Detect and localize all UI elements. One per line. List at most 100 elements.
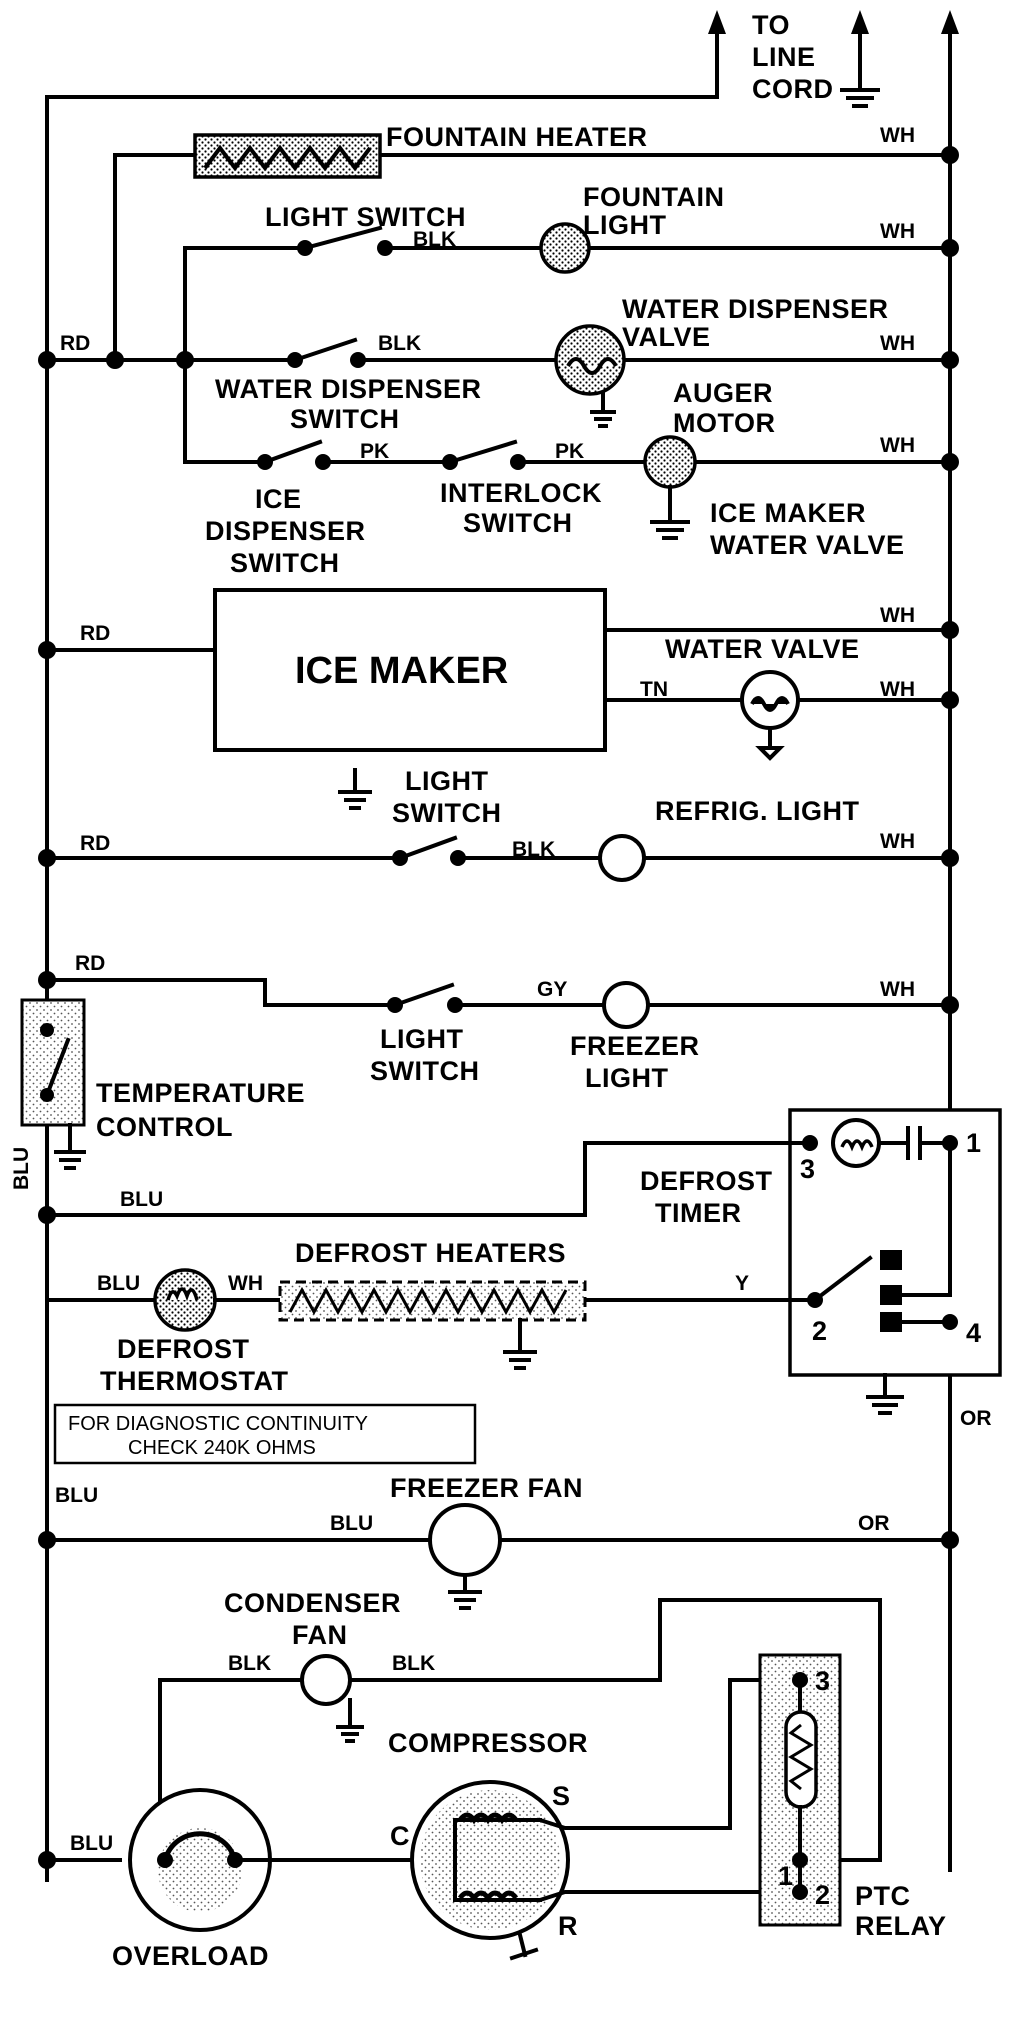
fountain-light-circuit xyxy=(183,222,952,362)
ptc-terminal-2: 2 xyxy=(815,1880,831,1910)
light-switch-refrig-label-1: LIGHT xyxy=(405,766,489,796)
ptc-terminal-1: 1 xyxy=(778,1861,794,1891)
freezer-fan-label: FREEZER FAN xyxy=(390,1473,583,1503)
fountain-light-wire-wh: WH xyxy=(880,220,915,243)
water-dispenser-switch-label-1: WATER DISPENSER xyxy=(215,374,482,404)
defrost-thermostat-label-2: THERMOSTAT xyxy=(100,1366,288,1396)
water-dispenser-wire-wh: WH xyxy=(880,332,915,355)
freezer-light-wire-gy: GY xyxy=(537,978,567,1001)
water-dispenser-valve-label-1: WATER DISPENSER xyxy=(622,294,889,324)
defrost-thermostat-label-1: DEFROST xyxy=(117,1334,250,1364)
water-dispenser-switch-label-2: SWITCH xyxy=(290,404,399,434)
defrost-heaters xyxy=(45,1268,587,1370)
auger-motor-circuit xyxy=(183,358,952,540)
diagnostic-note-line-1: FOR DIAGNOSTIC CONTINUITY xyxy=(68,1413,368,1435)
refrig-light-label: REFRIG. LIGHT xyxy=(655,796,860,826)
compressor-terminal-c: C xyxy=(390,1821,410,1851)
freezer-fan-wire-blu-left: BLU xyxy=(55,1484,98,1507)
light-switch-freezer-label-2: SWITCH xyxy=(370,1056,479,1086)
compressor xyxy=(410,1678,802,1961)
overload-wire-blu: BLU xyxy=(70,1832,113,1855)
fountain-heater xyxy=(113,133,952,362)
light-switch-refrig-label-2: SWITCH xyxy=(392,798,501,828)
temperature-control-label-2: CONTROL xyxy=(96,1112,233,1142)
freezer-light-circuit xyxy=(45,978,952,1029)
water-dispenser-wire-blk: BLK xyxy=(378,332,421,355)
ice-maker-water-valve-label-2: WATER VALVE xyxy=(710,530,905,560)
ptc-relay-label-2: RELAY xyxy=(855,1911,947,1941)
overload-label: OVERLOAD xyxy=(112,1941,269,1971)
condenser-fan-label-2: FAN xyxy=(292,1620,348,1650)
ice-dispenser-switch-label-1: ICE xyxy=(255,484,302,514)
condenser-fan-wire-blk-right: BLK xyxy=(392,1652,435,1675)
water-valve-wire-wh: WH xyxy=(880,678,915,701)
defrost-timer-label-2: TIMER xyxy=(655,1198,742,1228)
condenser-fan-wire-blk-left: BLK xyxy=(228,1652,271,1675)
ptc-relay-label-1: PTC xyxy=(855,1881,911,1911)
fountain-light-wire-blk: BLK xyxy=(413,228,456,251)
timer-terminal-3: 3 xyxy=(800,1154,816,1184)
refrig-light-wire-blk: BLK xyxy=(512,838,555,861)
cord-label: CORD xyxy=(752,74,834,104)
defrost-thermostat-wire-blu: BLU xyxy=(97,1272,140,1295)
line-cord-arrows xyxy=(708,10,959,108)
water-dispenser-valve-label-2: VALVE xyxy=(622,322,711,352)
defrost-heaters-label: DEFROST HEATERS xyxy=(295,1238,566,1268)
timer-terminal-4: 4 xyxy=(966,1318,982,1348)
overload xyxy=(45,1788,442,1932)
refrig-light-wire-rd: RD xyxy=(80,832,110,855)
ptc-terminal-3: 3 xyxy=(815,1666,831,1696)
light-switch-top-label: LIGHT SWITCH xyxy=(265,202,466,232)
freezer-light-wire-wh: WH xyxy=(880,978,915,1001)
fountain-light-label-2: LIGHT xyxy=(583,210,667,240)
temperature-control xyxy=(20,998,86,1170)
defrost-thermostat-wire-wh: WH xyxy=(228,1272,263,1295)
defrost-timer xyxy=(45,1108,1002,1415)
refrig-light-wire-wh: WH xyxy=(880,830,915,853)
auger-motor-label-2: MOTOR xyxy=(673,408,776,438)
ice-maker-label: ICE MAKER xyxy=(295,650,508,692)
timer-terminal-2: 2 xyxy=(812,1316,828,1346)
defrost-heater-wire-y: Y xyxy=(735,1272,749,1295)
freezer-fan-wire-or: OR xyxy=(858,1512,890,1535)
ice-dispenser-wire-pk: PK xyxy=(360,440,389,463)
fountain-heater-wire-wh: WH xyxy=(880,124,915,147)
diagnostic-note-line-2: CHECK 240K OHMS xyxy=(128,1437,316,1459)
timer-wire-or: OR xyxy=(960,1407,992,1430)
interlock-switch-label-2: SWITCH xyxy=(463,508,572,538)
temperature-control-wire-blu: BLU xyxy=(10,1147,33,1190)
ptc-relay xyxy=(758,1653,842,1927)
main-wire-rd: RD xyxy=(60,332,90,355)
ice-maker-block xyxy=(45,588,952,810)
freezer-light-label-1: FREEZER xyxy=(570,1031,700,1061)
light-switch-freezer-label-1: LIGHT xyxy=(380,1024,464,1054)
freezer-fan xyxy=(45,1503,952,1610)
auger-motor-label-1: AUGER xyxy=(673,378,773,408)
ice-maker-wire-wh: WH xyxy=(880,604,915,627)
compressor-label: COMPRESSOR xyxy=(388,1728,588,1758)
temperature-control-label-1: TEMPERATURE xyxy=(96,1078,305,1108)
auger-motor-wire-wh: WH xyxy=(880,434,915,457)
freezer-light-wire-rd: RD xyxy=(75,952,105,975)
to-label: TO xyxy=(752,10,790,40)
freezer-light-label-2: LIGHT xyxy=(585,1063,669,1093)
timer-terminal-1: 1 xyxy=(966,1128,982,1158)
freezer-fan-wire-blu: BLU xyxy=(330,1512,373,1535)
water-dispenser-circuit xyxy=(45,324,952,428)
defrost-timer-label-1: DEFROST xyxy=(640,1166,773,1196)
ice-maker-wire-rd: RD xyxy=(80,622,110,645)
compressor-terminal-r: R xyxy=(558,1911,578,1941)
condenser-fan xyxy=(158,1598,882,1862)
line-label: LINE xyxy=(752,42,816,72)
ice-maker-water-valve-label-1: ICE MAKER xyxy=(710,498,866,528)
interlock-wire-pk: PK xyxy=(555,440,584,463)
diagnostic-note-box xyxy=(53,1403,477,1465)
water-valve-wire-tn: TN xyxy=(640,678,668,701)
fountain-light-label-1: FOUNTAIN xyxy=(583,182,724,212)
condenser-fan-label-1: CONDENSER xyxy=(224,1588,401,1618)
ice-dispenser-switch-label-2: DISPENSER xyxy=(205,516,366,546)
compressor-terminal-s: S xyxy=(552,1781,571,1811)
fountain-heater-label: FOUNTAIN HEATER xyxy=(386,122,647,152)
interlock-switch-label-1: INTERLOCK xyxy=(440,478,602,508)
